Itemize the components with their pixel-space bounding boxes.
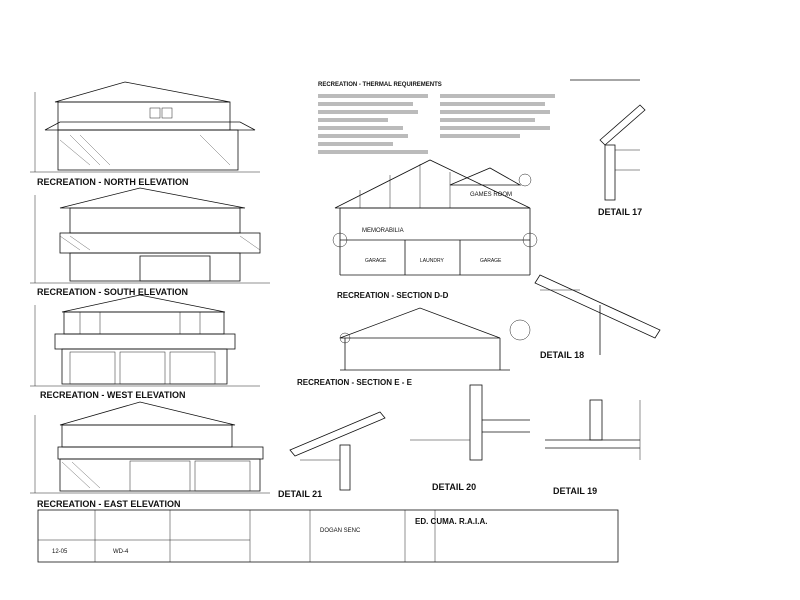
room-laundry: LAUNDRY	[420, 258, 444, 264]
section-e-e-title: RECREATION - SECTION E - E	[297, 378, 413, 387]
south-elevation-title: RECREATION - SOUTH ELEVATION	[37, 287, 188, 297]
detail-21-title: DETAIL 21	[278, 489, 322, 499]
east-elevation	[30, 401, 270, 494]
west-elevation	[30, 294, 260, 387]
room-memorabilia: MEMORABILIA	[362, 228, 404, 234]
east-elevation-title: RECREATION - EAST ELEVATION	[37, 499, 181, 509]
client-name: DOGAN SENC	[320, 528, 361, 534]
detail-19-title: DETAIL 19	[553, 486, 597, 496]
detail-21	[289, 411, 386, 491]
detail-19	[545, 399, 641, 460]
drawing-date: 12-05	[52, 549, 68, 555]
detail-18	[534, 274, 661, 355]
firm-name: ED. CUMA. R.A.I.A.	[415, 517, 487, 526]
room-garage-left: GARAGE	[365, 258, 387, 264]
thermal-requirements-title: RECREATION - THERMAL REQUIREMENTS	[318, 82, 442, 88]
room-garage-right: GARAGE	[480, 258, 502, 264]
south-elevation	[30, 187, 270, 284]
drawing-number: WD-4	[113, 549, 129, 555]
detail-17-title: DETAIL 17	[598, 207, 642, 217]
section-d-d	[332, 159, 538, 276]
thermal-notes	[318, 94, 555, 154]
section-d-d-title: RECREATION - SECTION D-D	[337, 291, 449, 300]
detail-17	[570, 79, 646, 201]
detail-20-title: DETAIL 20	[432, 482, 476, 492]
north-elevation	[30, 81, 260, 173]
west-elevation-title: RECREATION - WEST ELEVATION	[40, 390, 186, 400]
north-elevation-title: RECREATION - NORTH ELEVATION	[37, 177, 189, 187]
title-block	[37, 509, 619, 563]
detail-20	[410, 384, 530, 461]
room-games: GAMES ROOM	[470, 192, 512, 198]
detail-18-title: DETAIL 18	[540, 350, 584, 360]
section-e-e	[339, 307, 531, 371]
